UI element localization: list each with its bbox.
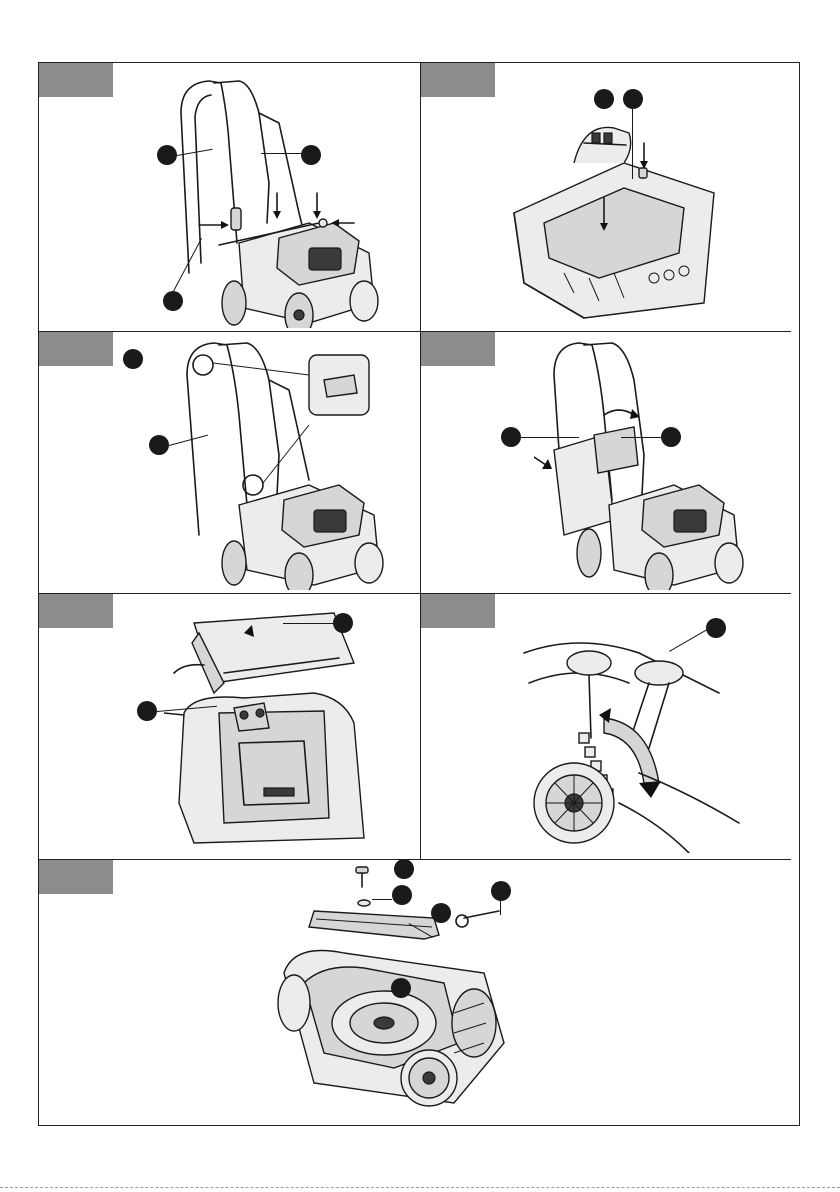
callout-1 — [157, 145, 177, 165]
step-tab-7 — [39, 860, 113, 894]
divider-row-1 — [39, 331, 791, 332]
step-tab-5 — [39, 594, 113, 628]
divider-row-3 — [39, 859, 791, 860]
leader-10 — [283, 623, 333, 624]
divider-vertical — [420, 63, 421, 859]
step-tab-6 — [421, 594, 495, 628]
step-tab-2 — [421, 63, 495, 97]
leader-9 — [621, 437, 661, 438]
divider-row-2 — [39, 593, 791, 594]
callout-15 — [431, 903, 451, 923]
leader-5 — [632, 109, 633, 179]
callout-3 — [163, 291, 183, 311]
handle-mount-illustration — [159, 73, 399, 328]
attach-grass-box-illustration — [534, 335, 774, 590]
height-adjust-illustration — [519, 623, 759, 853]
cable-clip-illustration — [169, 335, 409, 590]
blade-replacement-illustration — [274, 863, 574, 1113]
callout-10 — [333, 613, 353, 633]
leader-2 — [261, 153, 301, 154]
callout-7 — [149, 435, 169, 455]
leader-16 — [500, 901, 501, 915]
callout-4 — [594, 89, 614, 109]
callout-11 — [137, 701, 157, 721]
callout-9 — [661, 427, 681, 447]
callout-2 — [301, 145, 321, 165]
callout-14 — [392, 885, 412, 905]
callout-6 — [123, 349, 143, 369]
callout-16 — [491, 881, 511, 901]
leader-14 — [372, 899, 392, 900]
callout-17 — [391, 978, 411, 998]
callout-8 — [501, 427, 521, 447]
page-trim-line — [0, 1187, 840, 1188]
callout-13 — [394, 859, 414, 879]
battery-cover-illustration — [164, 603, 394, 848]
leader-8 — [521, 437, 579, 438]
step-tab-3 — [39, 332, 113, 366]
callout-5 — [623, 89, 643, 109]
grass-box-illustration — [504, 103, 744, 323]
step-tab-1 — [39, 63, 113, 97]
instruction-sheet — [38, 62, 800, 1126]
step-tab-4 — [421, 332, 495, 366]
